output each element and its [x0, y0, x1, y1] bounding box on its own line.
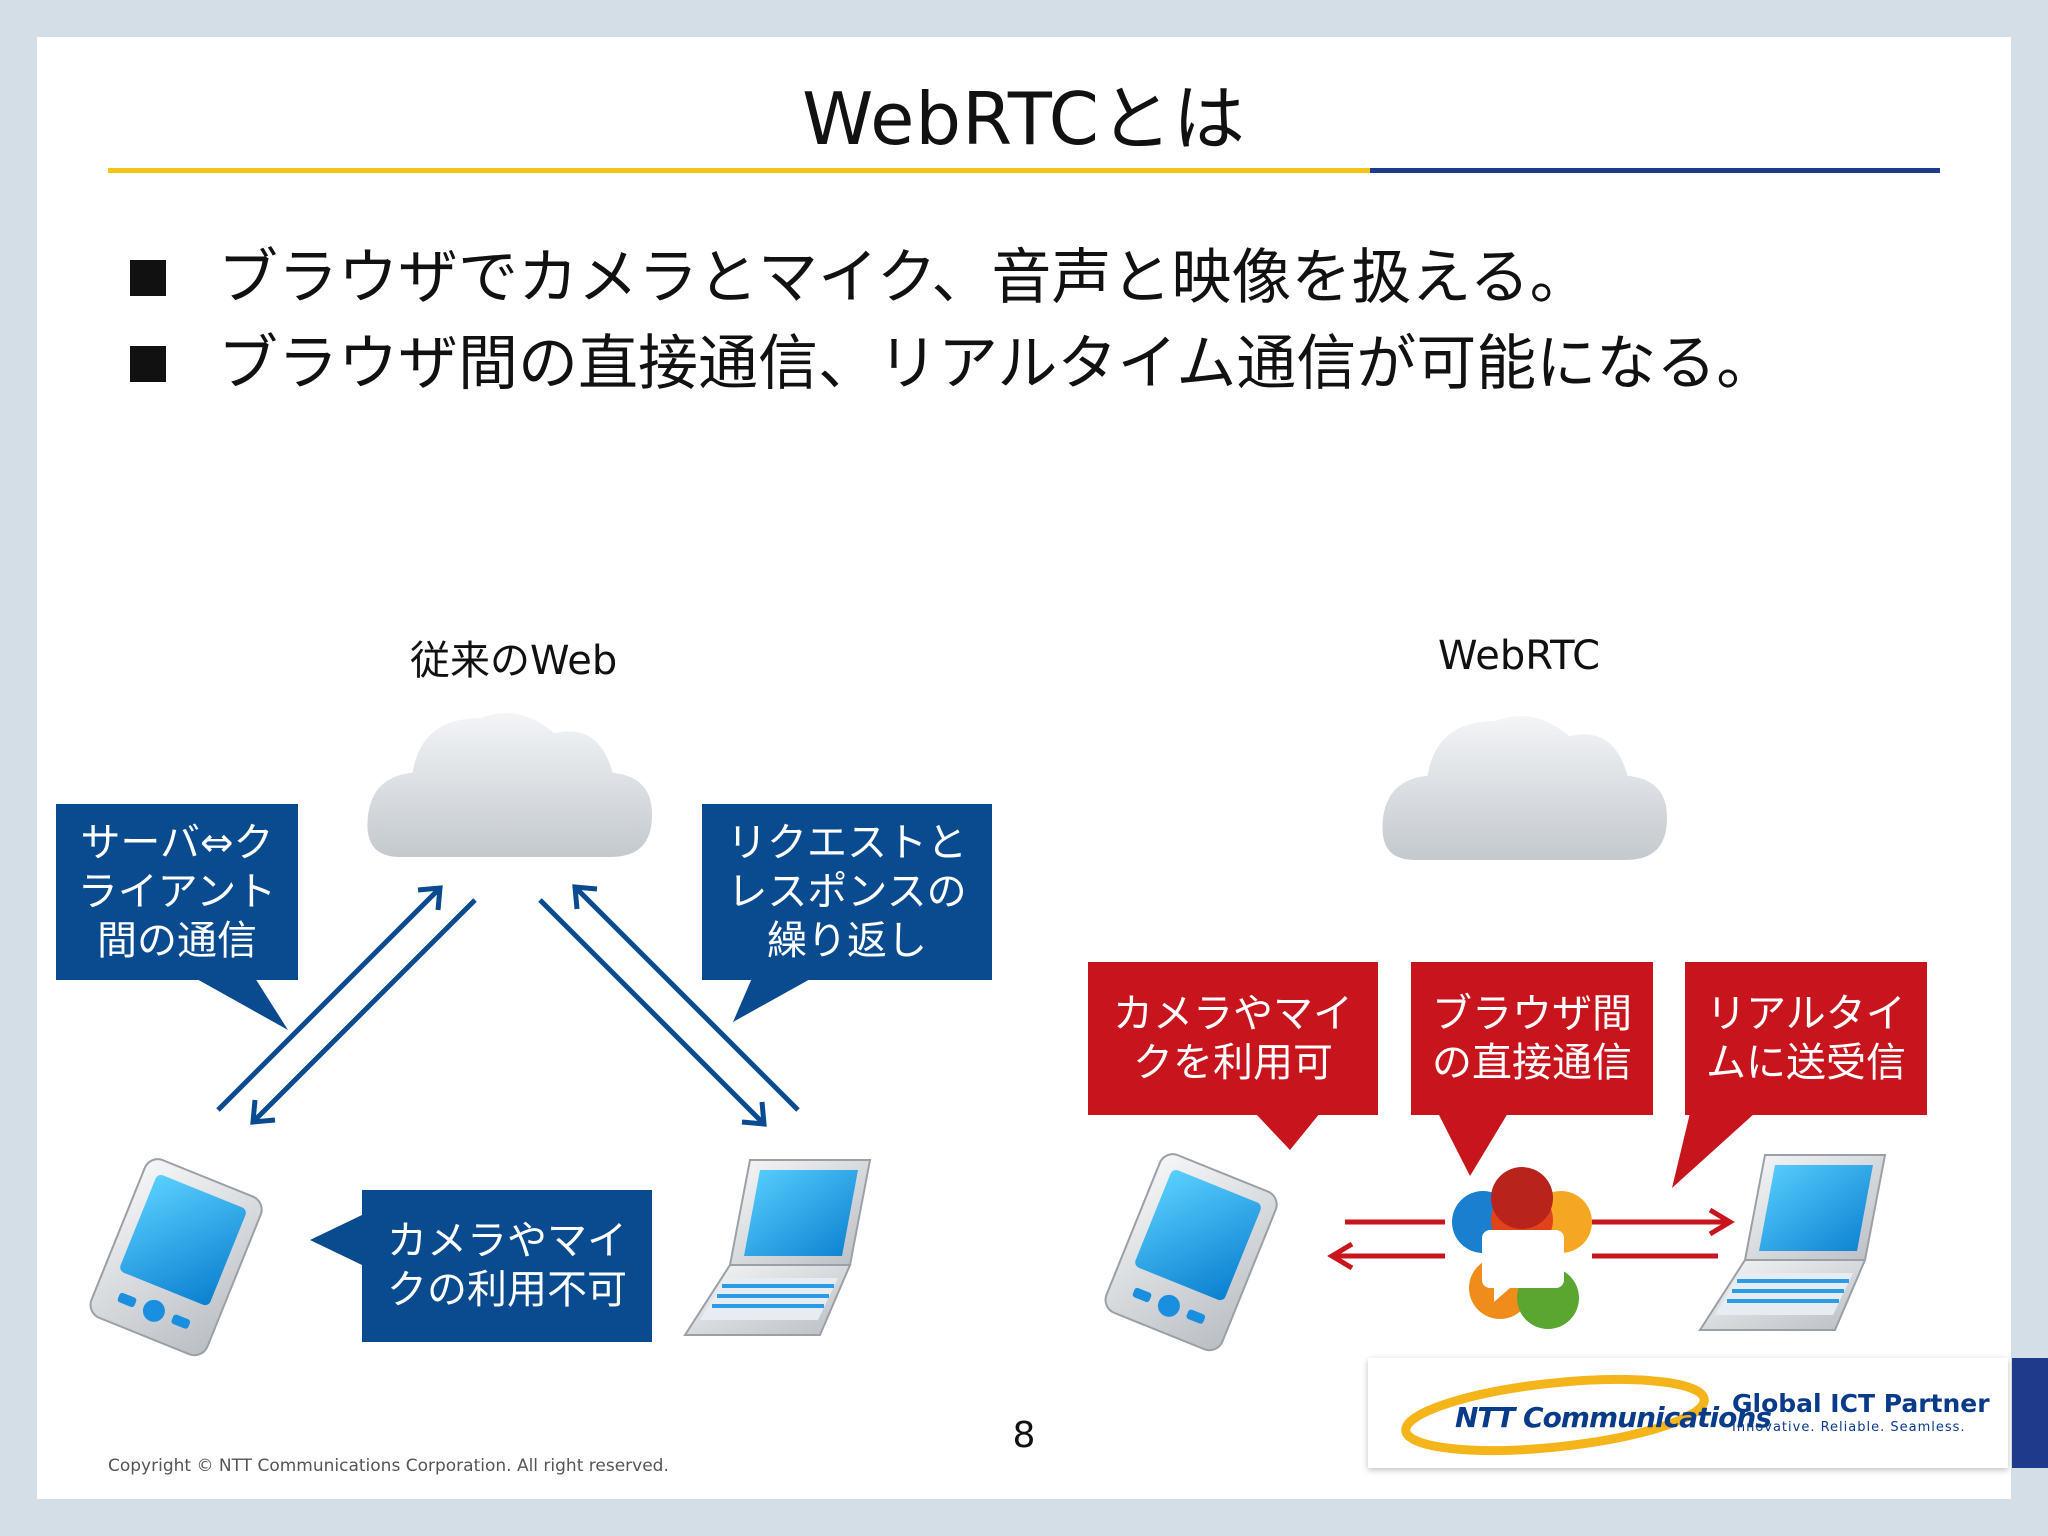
- arrow-phone-to-webrtc: [1327, 1219, 1445, 1271]
- bullet-text: ブラウザ間の直接通信、リアルタイム通信が可能になる。: [218, 329, 1777, 399]
- arrow-cloud-to-device-right: [538, 898, 767, 1127]
- cloud-icon: [1376, 710, 1674, 866]
- arrow-device-to-cloud-right: [572, 884, 800, 1112]
- bullet-square-icon: [130, 260, 166, 296]
- callout-text: ブラウザ間 の直接通信: [1432, 990, 1632, 1086]
- callout-text: リクエストと レスポンスの 繰り返し: [727, 819, 967, 964]
- callout-text: リアルタイ ムに送受信: [1706, 990, 1906, 1086]
- bullet-item: ブラウザ間の直接通信、リアルタイム通信が可能になる。: [130, 321, 1776, 407]
- callout-text: サーバ⇔ク ライアント 間の通信: [77, 819, 277, 964]
- ntt-communications-logo-text: NTT Communications: [1455, 1401, 1772, 1434]
- callout-no-camera: カメラやマイ クの利用不可: [362, 1190, 652, 1342]
- callout-tail: [1255, 1113, 1320, 1150]
- page-title: WebRTCとは: [802, 77, 1246, 161]
- callout-request-response: リクエストと レスポンスの 繰り返し: [702, 804, 992, 980]
- callout-text: カメラやマイ クの利用不可: [387, 1218, 627, 1313]
- callout-camera-available: カメラやマイ クを利用可: [1088, 962, 1378, 1115]
- laptop-icon: [1698, 1154, 1887, 1331]
- callout-realtime: リアルタイ ムに送受信: [1685, 962, 1927, 1115]
- callout-tail: [733, 978, 812, 1022]
- smartphone-icon: [89, 1158, 263, 1357]
- callout-direct-communication: ブラウザ間 の直接通信: [1411, 962, 1653, 1115]
- page-number: 8: [1012, 1415, 1036, 1456]
- bullet-square-icon: [130, 346, 166, 382]
- callout-server-client: サーバ⇔ク ライアント 間の通信: [56, 804, 298, 980]
- arrow-webrtc-to-laptop: [1592, 1207, 1735, 1259]
- ntt-swoosh: [1401, 1375, 1709, 1455]
- callout-tail: [1438, 1113, 1508, 1176]
- callout-tail: [1672, 1113, 1755, 1188]
- title-rule-yellow: [108, 168, 1370, 173]
- arrow-device-to-cloud-left: [216, 885, 443, 1112]
- webrtc-logo-icon: [1452, 1167, 1592, 1329]
- smartphone-icon: [1104, 1153, 1278, 1352]
- arrow-cloud-to-device-left: [250, 898, 477, 1125]
- title-rule-blue: [1370, 168, 1940, 173]
- global-ict-partner-subtitle: Innovative. Reliable. Seamless.: [1732, 1420, 1966, 1435]
- callout-tail: [195, 978, 288, 1030]
- global-ict-partner-title: Global ICT Partner: [1732, 1389, 1990, 1418]
- callout-text: カメラやマイ クを利用可: [1113, 990, 1353, 1086]
- bullet-item: ブラウザでカメラとマイク、音声と映像を扱える。: [130, 235, 1776, 321]
- bullet-text: ブラウザでカメラとマイク、音声と映像を扱える。: [218, 243, 1590, 313]
- cloud-icon: [361, 707, 659, 863]
- laptop-icon: [683, 1159, 872, 1336]
- callout-tail: [310, 1215, 362, 1265]
- bullet-list: ブラウザでカメラとマイク、音声と映像を扱える。 ブラウザ間の直接通信、リアルタイ…: [130, 235, 1776, 407]
- left-diagram-label: 従来のWeb: [410, 638, 618, 684]
- logo-panel-tab: [2012, 1358, 2048, 1468]
- right-diagram-label: WebRTC: [1438, 633, 1601, 679]
- copyright-text: Copyright © NTT Communications Corporati…: [108, 1456, 669, 1476]
